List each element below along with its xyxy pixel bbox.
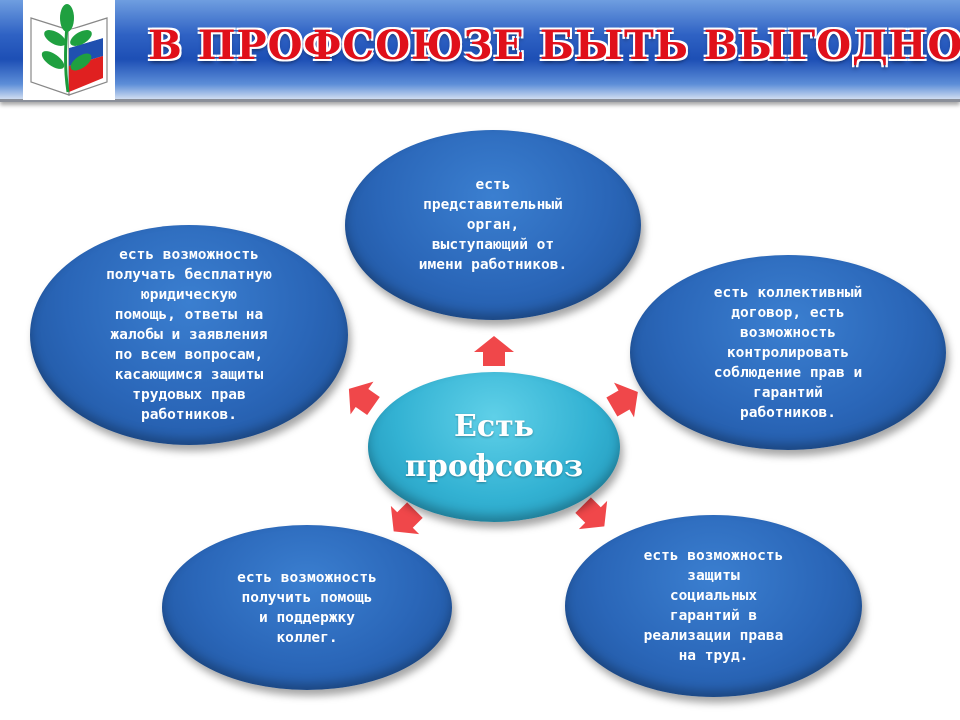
center-node-profsoyuz: Есть профсоюз xyxy=(368,372,620,522)
node-collective-agreement: есть коллективный договор, есть возможно… xyxy=(630,255,946,450)
node-legal-help: есть возможность получать бесплатную юри… xyxy=(30,225,348,445)
profsoyuz-logo xyxy=(23,0,115,100)
arrow-up-left-icon xyxy=(348,381,380,416)
arrow-up-icon xyxy=(474,336,514,366)
arrow-down-left-icon xyxy=(390,502,423,535)
node-colleague-support: есть возможность получить помощь и подде… xyxy=(162,525,452,690)
arrow-up-right-icon xyxy=(606,382,638,418)
arrow-down-right-icon xyxy=(575,497,608,530)
slide-title: В ПРОФСОЮЗЕ БЫТЬ ВЫГОДНО! xyxy=(148,22,960,69)
node-representative-body: есть представительный орган, выступающий… xyxy=(345,130,641,320)
node-social-guarantees: есть возможность защиты социальных гаран… xyxy=(565,515,862,697)
header-banner: В ПРОФСОЮЗЕ БЫТЬ ВЫГОДНО! xyxy=(0,0,960,102)
